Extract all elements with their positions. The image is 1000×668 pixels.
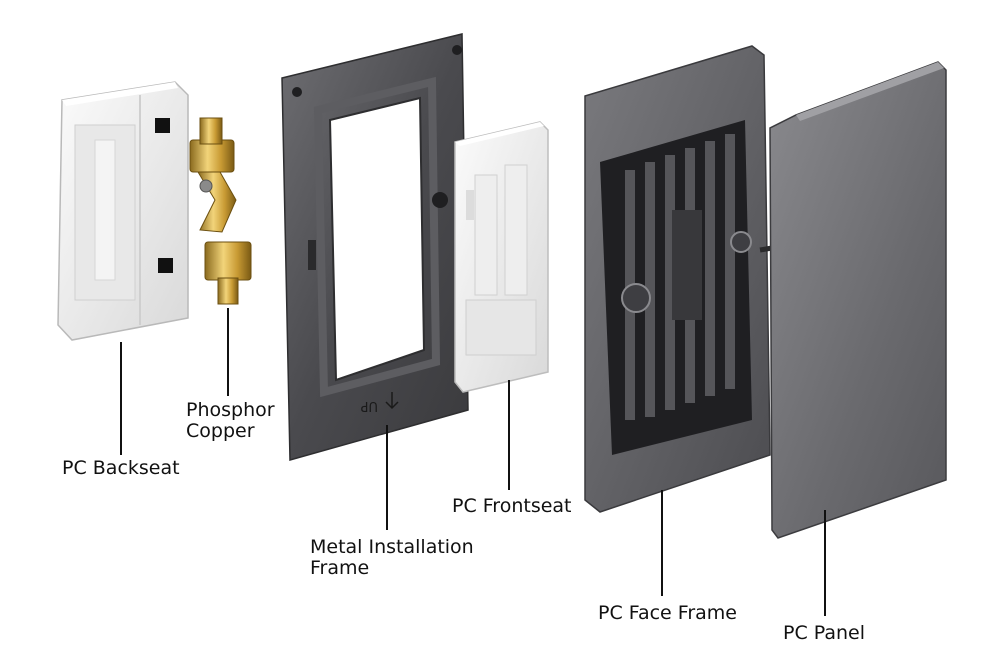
label-pc-face-frame: PC Face Frame bbox=[598, 603, 737, 624]
label-pc-backseat: PC Backseat bbox=[62, 458, 180, 479]
label-metal-installation-frame-line2: Frame bbox=[310, 557, 370, 579]
frame-up-marking: UP bbox=[360, 398, 378, 413]
phosphor-copper-part bbox=[189, 117, 252, 305]
label-pc-panel: PC Panel bbox=[783, 623, 865, 644]
label-phosphor-copper: Phosphor Copper bbox=[186, 400, 275, 442]
label-pc-face-frame-text: PC Face Frame bbox=[598, 602, 737, 624]
label-pc-backseat-text: PC Backseat bbox=[62, 457, 180, 479]
pc-face-frame-part bbox=[584, 45, 771, 513]
label-metal-installation-frame: Metal Installation Frame bbox=[310, 537, 474, 579]
label-pc-panel-text: PC Panel bbox=[783, 622, 866, 644]
pc-panel-part bbox=[759, 61, 947, 539]
metal-installation-frame-part: UP bbox=[281, 33, 469, 461]
label-metal-installation-frame-line1: Metal Installation bbox=[310, 536, 474, 558]
pc-frontseat-part bbox=[454, 121, 549, 393]
label-pc-frontseat: PC Frontseat bbox=[452, 496, 572, 517]
label-phosphor-copper-line1: Phosphor bbox=[186, 399, 275, 421]
label-phosphor-copper-line2: Copper bbox=[186, 420, 255, 442]
pc-backseat-part bbox=[57, 81, 189, 341]
label-pc-frontseat-text: PC Frontseat bbox=[452, 495, 572, 517]
